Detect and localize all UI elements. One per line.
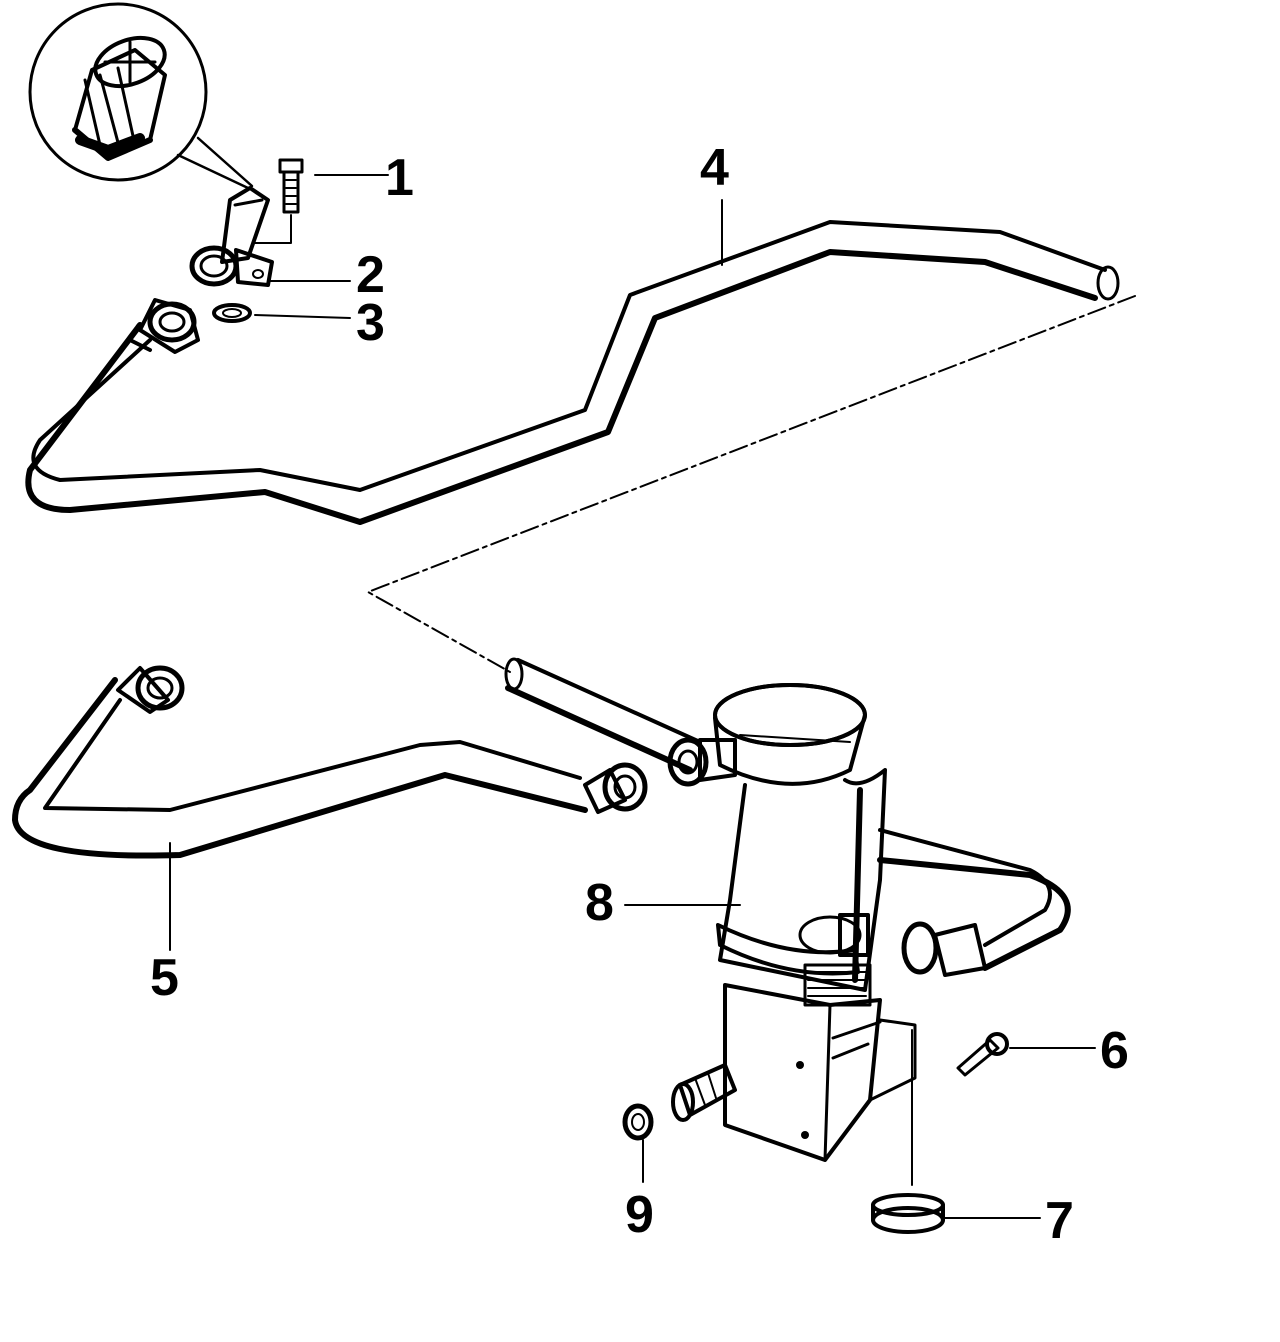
callout-4: 4 <box>700 139 729 197</box>
callout-1: 1 <box>385 149 414 207</box>
callout-5: 5 <box>150 949 179 1007</box>
elbow-fitting <box>189 186 274 287</box>
washer-part <box>622 1103 654 1141</box>
gasket-part <box>212 303 252 323</box>
return-hose <box>877 828 1071 977</box>
callout-6: 6 <box>1100 1022 1129 1080</box>
filter-cartridge-detail <box>72 35 167 161</box>
callout-3: 3 <box>356 294 385 352</box>
reservoir-assembly <box>667 683 917 1162</box>
hose-4 <box>25 220 1120 525</box>
callout-9: 9 <box>625 1186 654 1244</box>
bolt-part <box>956 1032 1009 1077</box>
clamp-part <box>871 1193 945 1234</box>
screw-part <box>252 158 304 244</box>
hose-stub <box>504 657 702 773</box>
callout-8: 8 <box>585 874 614 932</box>
assembly-dashed-line <box>367 295 1136 673</box>
leader-lines <box>169 174 1096 1219</box>
callout-2: 2 <box>356 246 385 304</box>
detail-inset <box>28 2 254 190</box>
callout-7: 7 <box>1045 1192 1074 1250</box>
hose-5 <box>12 665 648 859</box>
callout-labels: 1 2 3 4 5 6 7 8 9 <box>150 139 1129 1250</box>
